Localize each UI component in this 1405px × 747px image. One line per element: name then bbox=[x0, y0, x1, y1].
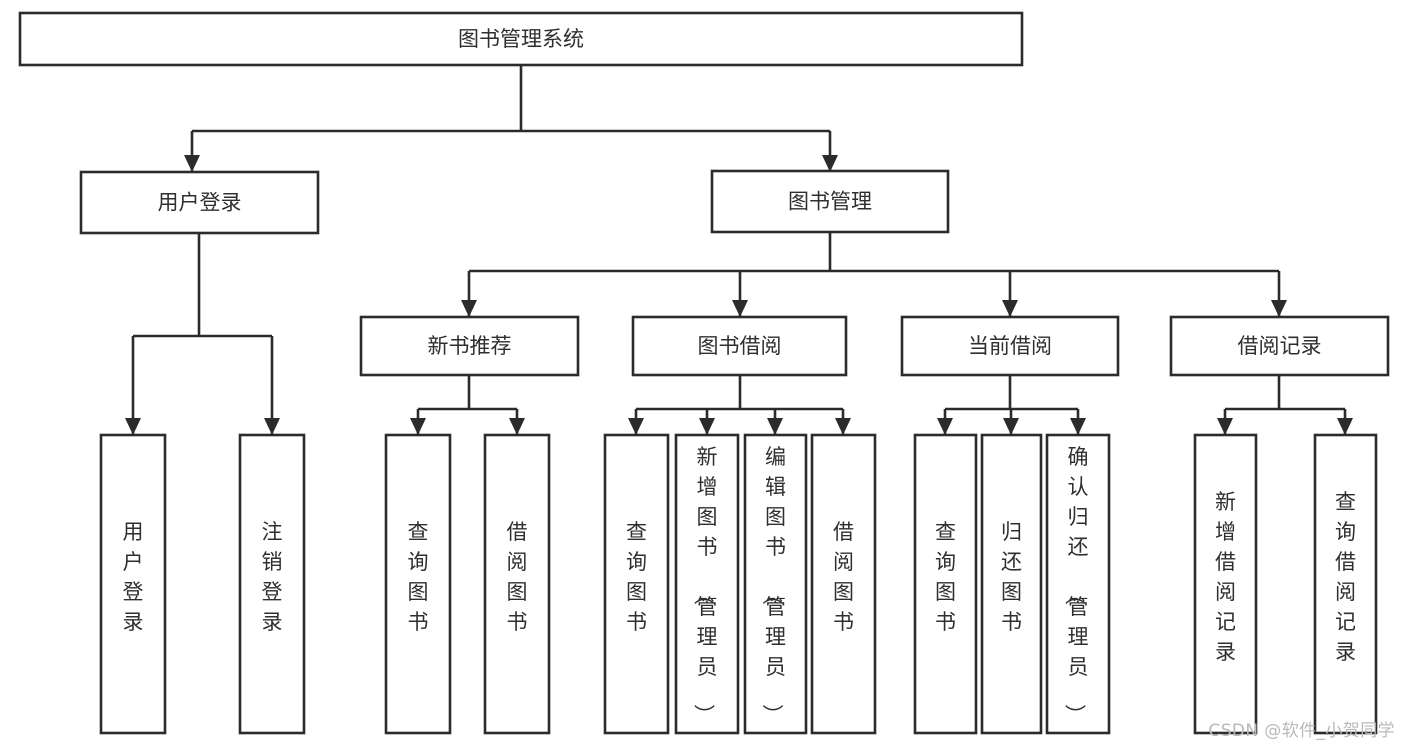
node-box-leaf-logout[interactable] bbox=[238, 433, 306, 735]
node-box-leaf-add-book[interactable] bbox=[674, 433, 740, 735]
arrow-head-icon bbox=[1070, 418, 1086, 435]
node-box-leaf-borrow-book-1[interactable] bbox=[483, 433, 551, 735]
arrow-head-icon bbox=[1271, 300, 1287, 317]
node-label-book-manage: 图书管理 bbox=[788, 190, 872, 214]
node-label-book-borrow: 图书借阅 bbox=[698, 334, 782, 358]
node-root[interactable]: 图书管理系统 bbox=[18, 11, 1024, 67]
node-box-leaf-return-book[interactable] bbox=[980, 433, 1043, 735]
arrow-head-icon bbox=[628, 418, 644, 435]
node-box-book-borrow[interactable] bbox=[631, 315, 848, 377]
node-label-leaf-query-book-2: 查询图书 bbox=[626, 520, 647, 634]
arrow-head-icon bbox=[410, 418, 426, 435]
node-box-borrow-record[interactable] bbox=[1169, 315, 1390, 377]
node-new-book-rec[interactable]: 新书推荐 bbox=[359, 315, 580, 377]
connector-group-book-manage-children bbox=[461, 232, 1287, 317]
node-label-borrow-record: 借阅记录 bbox=[1238, 334, 1322, 358]
connector-group-current-borrow-children bbox=[937, 375, 1086, 435]
node-label-user-login: 用户登录 bbox=[158, 191, 242, 215]
node-box-leaf-query-book-1[interactable] bbox=[384, 433, 452, 735]
node-box-book-manage[interactable] bbox=[710, 169, 950, 234]
node-current-borrow[interactable]: 当前借阅 bbox=[900, 315, 1120, 377]
connector-layer bbox=[125, 65, 1353, 435]
arrow-head-icon bbox=[264, 418, 280, 435]
arrow-head-icon bbox=[461, 300, 477, 317]
node-book-manage[interactable]: 图书管理 bbox=[710, 169, 950, 234]
node-box-user-login[interactable] bbox=[79, 170, 320, 235]
arrow-head-icon bbox=[732, 300, 748, 317]
node-label-leaf-query-book-1: 查询图书 bbox=[408, 520, 429, 634]
connector-group-book-borrow-children bbox=[628, 375, 851, 435]
node-label-leaf-logout: 注销登录 bbox=[262, 520, 283, 634]
node-box-current-borrow[interactable] bbox=[900, 315, 1120, 377]
node-label-leaf-add-record: 新增借阅记录 bbox=[1215, 490, 1236, 664]
node-leaf-query-record[interactable]: 查询借阅记录 bbox=[1313, 433, 1378, 735]
node-box-leaf-query-book-3[interactable] bbox=[913, 433, 978, 735]
arrow-head-icon bbox=[184, 155, 200, 172]
node-label-leaf-edit-book: 编辑图书（管理员） bbox=[760, 445, 786, 725]
node-leaf-borrow-book-2[interactable]: 借阅图书 bbox=[810, 433, 877, 735]
node-label-new-book-rec: 新书推荐 bbox=[428, 334, 512, 358]
arrow-head-icon bbox=[125, 418, 141, 435]
node-leaf-logout[interactable]: 注销登录 bbox=[238, 433, 306, 735]
node-box-leaf-query-record[interactable] bbox=[1313, 433, 1378, 735]
node-label-leaf-borrow-book-1: 借阅图书 bbox=[507, 520, 528, 634]
node-leaf-edit-book[interactable]: 编辑图书（管理员） bbox=[743, 433, 808, 735]
connector-group-borrow-record-children bbox=[1217, 375, 1353, 435]
node-leaf-query-book-3[interactable]: 查询图书 bbox=[913, 433, 978, 735]
node-box-leaf-edit-book[interactable] bbox=[743, 433, 808, 735]
connector-group-root-children bbox=[184, 65, 838, 172]
node-leaf-add-record[interactable]: 新增借阅记录 bbox=[1193, 433, 1258, 735]
node-label-leaf-confirm-return: 确认归还（管理员） bbox=[1063, 445, 1089, 725]
connector-group-user-login-children bbox=[125, 233, 280, 435]
node-leaf-query-book-2[interactable]: 查询图书 bbox=[603, 433, 670, 735]
node-label-leaf-return-book: 归还图书 bbox=[1001, 520, 1022, 634]
node-leaf-query-book-1[interactable]: 查询图书 bbox=[384, 433, 452, 735]
arrow-head-icon bbox=[1337, 418, 1353, 435]
node-label-leaf-user-login: 用户登录 bbox=[123, 520, 144, 634]
arrow-head-icon bbox=[699, 418, 715, 435]
arrow-head-icon bbox=[767, 418, 783, 435]
node-book-borrow[interactable]: 图书借阅 bbox=[631, 315, 848, 377]
arrow-head-icon bbox=[1003, 418, 1019, 435]
node-layer: 图书管理系统用户登录图书管理新书推荐图书借阅当前借阅借阅记录用户登录注销登录查询… bbox=[18, 11, 1390, 735]
node-box-leaf-confirm-return[interactable] bbox=[1045, 433, 1111, 735]
arrow-head-icon bbox=[509, 418, 525, 435]
node-box-leaf-add-record[interactable] bbox=[1193, 433, 1258, 735]
node-label-current-borrow: 当前借阅 bbox=[968, 334, 1052, 358]
node-leaf-borrow-book-1[interactable]: 借阅图书 bbox=[483, 433, 551, 735]
node-box-leaf-user-login[interactable] bbox=[99, 433, 167, 735]
node-leaf-user-login[interactable]: 用户登录 bbox=[99, 433, 167, 735]
node-box-leaf-borrow-book-2[interactable] bbox=[810, 433, 877, 735]
node-user-login[interactable]: 用户登录 bbox=[79, 170, 320, 235]
node-label-leaf-borrow-book-2: 借阅图书 bbox=[833, 520, 854, 634]
node-box-new-book-rec[interactable] bbox=[359, 315, 580, 377]
node-leaf-return-book[interactable]: 归还图书 bbox=[980, 433, 1043, 735]
node-label-leaf-query-book-3: 查询图书 bbox=[935, 520, 956, 634]
arrow-head-icon bbox=[937, 418, 953, 435]
node-box-root[interactable] bbox=[18, 11, 1024, 67]
node-box-leaf-query-book-2[interactable] bbox=[603, 433, 670, 735]
node-leaf-confirm-return[interactable]: 确认归还（管理员） bbox=[1045, 433, 1111, 735]
arrow-head-icon bbox=[1002, 300, 1018, 317]
node-label-root: 图书管理系统 bbox=[458, 27, 584, 51]
node-leaf-add-book[interactable]: 新增图书（管理员） bbox=[674, 433, 740, 735]
arrow-head-icon bbox=[1217, 418, 1233, 435]
node-label-leaf-query-record: 查询借阅记录 bbox=[1335, 490, 1356, 664]
connector-group-new-book-rec-children bbox=[410, 375, 525, 435]
node-label-leaf-add-book: 新增图书（管理员） bbox=[692, 445, 718, 725]
arrow-head-icon bbox=[822, 155, 838, 172]
arrow-head-icon bbox=[835, 418, 851, 435]
node-borrow-record[interactable]: 借阅记录 bbox=[1169, 315, 1390, 377]
